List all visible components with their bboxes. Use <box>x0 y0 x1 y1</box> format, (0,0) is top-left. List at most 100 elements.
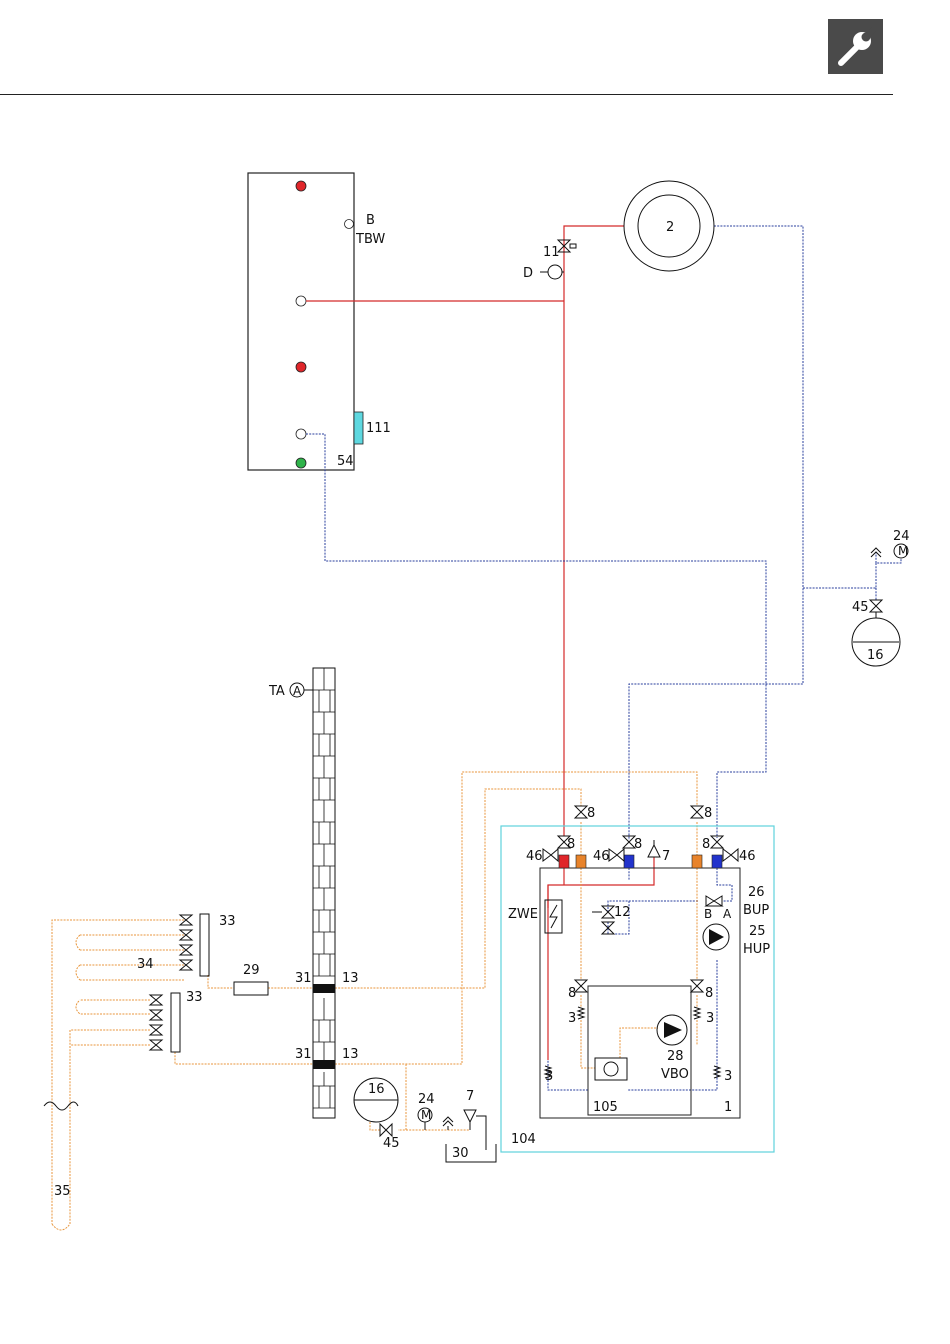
label-26: 26 <box>748 885 765 900</box>
wall-bricks <box>313 668 335 1108</box>
label-46-c: 46 <box>739 849 756 864</box>
label-2: 2 <box>666 220 674 235</box>
label-35: 35 <box>54 1184 71 1199</box>
label-1: 1 <box>724 1100 732 1115</box>
label-28: 28 <box>667 1049 684 1064</box>
label-3-b: 3 <box>706 1011 714 1026</box>
tank-port-green <box>296 458 306 468</box>
label-33-top: 33 <box>219 914 236 929</box>
cold-pipes <box>306 226 901 1090</box>
drain-valve-46-a <box>543 849 558 861</box>
label-zwe: ZWE <box>508 907 538 922</box>
label-8-c: 8 <box>567 837 575 852</box>
flex-hose-3-a <box>578 1007 584 1019</box>
label-3-d: 3 <box>724 1069 732 1084</box>
tank-port-cold-out <box>296 429 306 439</box>
ta-symbol: A <box>293 684 302 698</box>
valve-45-right <box>870 600 882 612</box>
label-3-c: 3 <box>545 1069 553 1084</box>
valve-8-f <box>575 980 587 992</box>
safety-valve-7-bottom <box>464 1110 476 1130</box>
label-11: 11 <box>543 245 560 260</box>
label-16-bottom: 16 <box>368 1082 385 1097</box>
label-7-bottom: 7 <box>466 1089 474 1104</box>
label-111: 111 <box>366 421 391 436</box>
label-31-a: 31 <box>295 971 312 986</box>
filter-29 <box>234 982 268 995</box>
label-104: 104 <box>511 1132 536 1147</box>
pump-hup-impeller <box>709 929 724 945</box>
label-7-top: 7 <box>662 849 670 864</box>
gauge-d <box>548 265 562 279</box>
label-30: 30 <box>452 1146 469 1161</box>
label-d: D <box>523 266 533 281</box>
label-45-bottom: 45 <box>383 1136 400 1151</box>
label-port-b: B <box>704 907 712 921</box>
break-symbol <box>44 1102 78 1110</box>
valve-8-g <box>691 980 703 992</box>
manifold-33-bottom <box>171 993 180 1052</box>
label-hup: HUP <box>743 942 770 957</box>
label-54: 54 <box>337 454 354 469</box>
label-8-e: 8 <box>702 837 710 852</box>
label-8-b: 8 <box>704 806 712 821</box>
label-8-d: 8 <box>634 837 642 852</box>
label-ta: TA <box>268 684 285 699</box>
label-port-a: A <box>723 907 732 921</box>
label-46-a: 46 <box>526 849 543 864</box>
label-8-a: 8 <box>587 806 595 821</box>
label-tbw: TBW <box>355 232 385 247</box>
manifold-33-top <box>200 914 209 976</box>
valve-8-b <box>691 806 703 818</box>
label-25: 25 <box>749 924 766 939</box>
port-return-blue-1 <box>624 855 634 868</box>
drain-valve-46-b <box>609 849 624 861</box>
air-vent-bottom <box>443 1117 453 1130</box>
valve-8-a <box>575 806 587 818</box>
tbw-sensor <box>345 220 354 229</box>
m-symbol-bottom: M <box>421 1108 431 1122</box>
label-46-b: 46 <box>593 849 610 864</box>
drain-valve-46-c <box>723 849 738 861</box>
safety-valve-7-top <box>648 840 660 857</box>
label-8-f: 8 <box>568 986 576 1001</box>
wall-penetration-31-13-a <box>313 984 335 993</box>
label-vbo: VBO <box>661 1067 689 1082</box>
system-boundary-104 <box>501 826 774 1152</box>
label-13-a: 13 <box>342 971 359 986</box>
label-12: 12 <box>614 905 631 920</box>
label-24-bottom: 24 <box>418 1092 435 1107</box>
m-symbol-right: M <box>898 544 908 558</box>
valve-45-bottom <box>380 1124 392 1136</box>
label-29: 29 <box>243 963 260 978</box>
tank-port-red-top <box>296 181 306 191</box>
pump-vbo-impeller <box>664 1022 682 1038</box>
flex-hose-3-b <box>694 1007 700 1019</box>
sensor-111 <box>354 412 363 444</box>
compressor <box>595 1058 627 1080</box>
label-8-g: 8 <box>705 986 713 1001</box>
components <box>44 181 908 1162</box>
port-return-blue-2 <box>712 855 722 868</box>
label-45-right: 45 <box>852 600 869 615</box>
port-brine-orange-1 <box>576 855 586 868</box>
label-3-a: 3 <box>568 1011 576 1026</box>
port-flow-red <box>559 855 569 868</box>
label-16-right: 16 <box>867 648 884 663</box>
label-bup: BUP <box>743 903 769 918</box>
label-24-right: 24 <box>893 529 910 544</box>
diverter-valve-bup <box>706 896 722 906</box>
label-b: B <box>366 213 375 228</box>
label-33-bottom: 33 <box>186 990 203 1005</box>
tank-port-hot-in <box>296 296 306 306</box>
port-brine-orange-2 <box>692 855 702 868</box>
brine-pipes <box>52 772 697 1230</box>
label-31-b: 31 <box>295 1047 312 1062</box>
label-34: 34 <box>137 957 154 972</box>
valve-11-actuator <box>570 244 576 248</box>
label-13-b: 13 <box>342 1047 359 1062</box>
tank-port-red-mid <box>296 362 306 372</box>
hot-water-tank: B TBW 111 54 <box>248 173 391 470</box>
hot-pipes <box>306 226 654 1060</box>
